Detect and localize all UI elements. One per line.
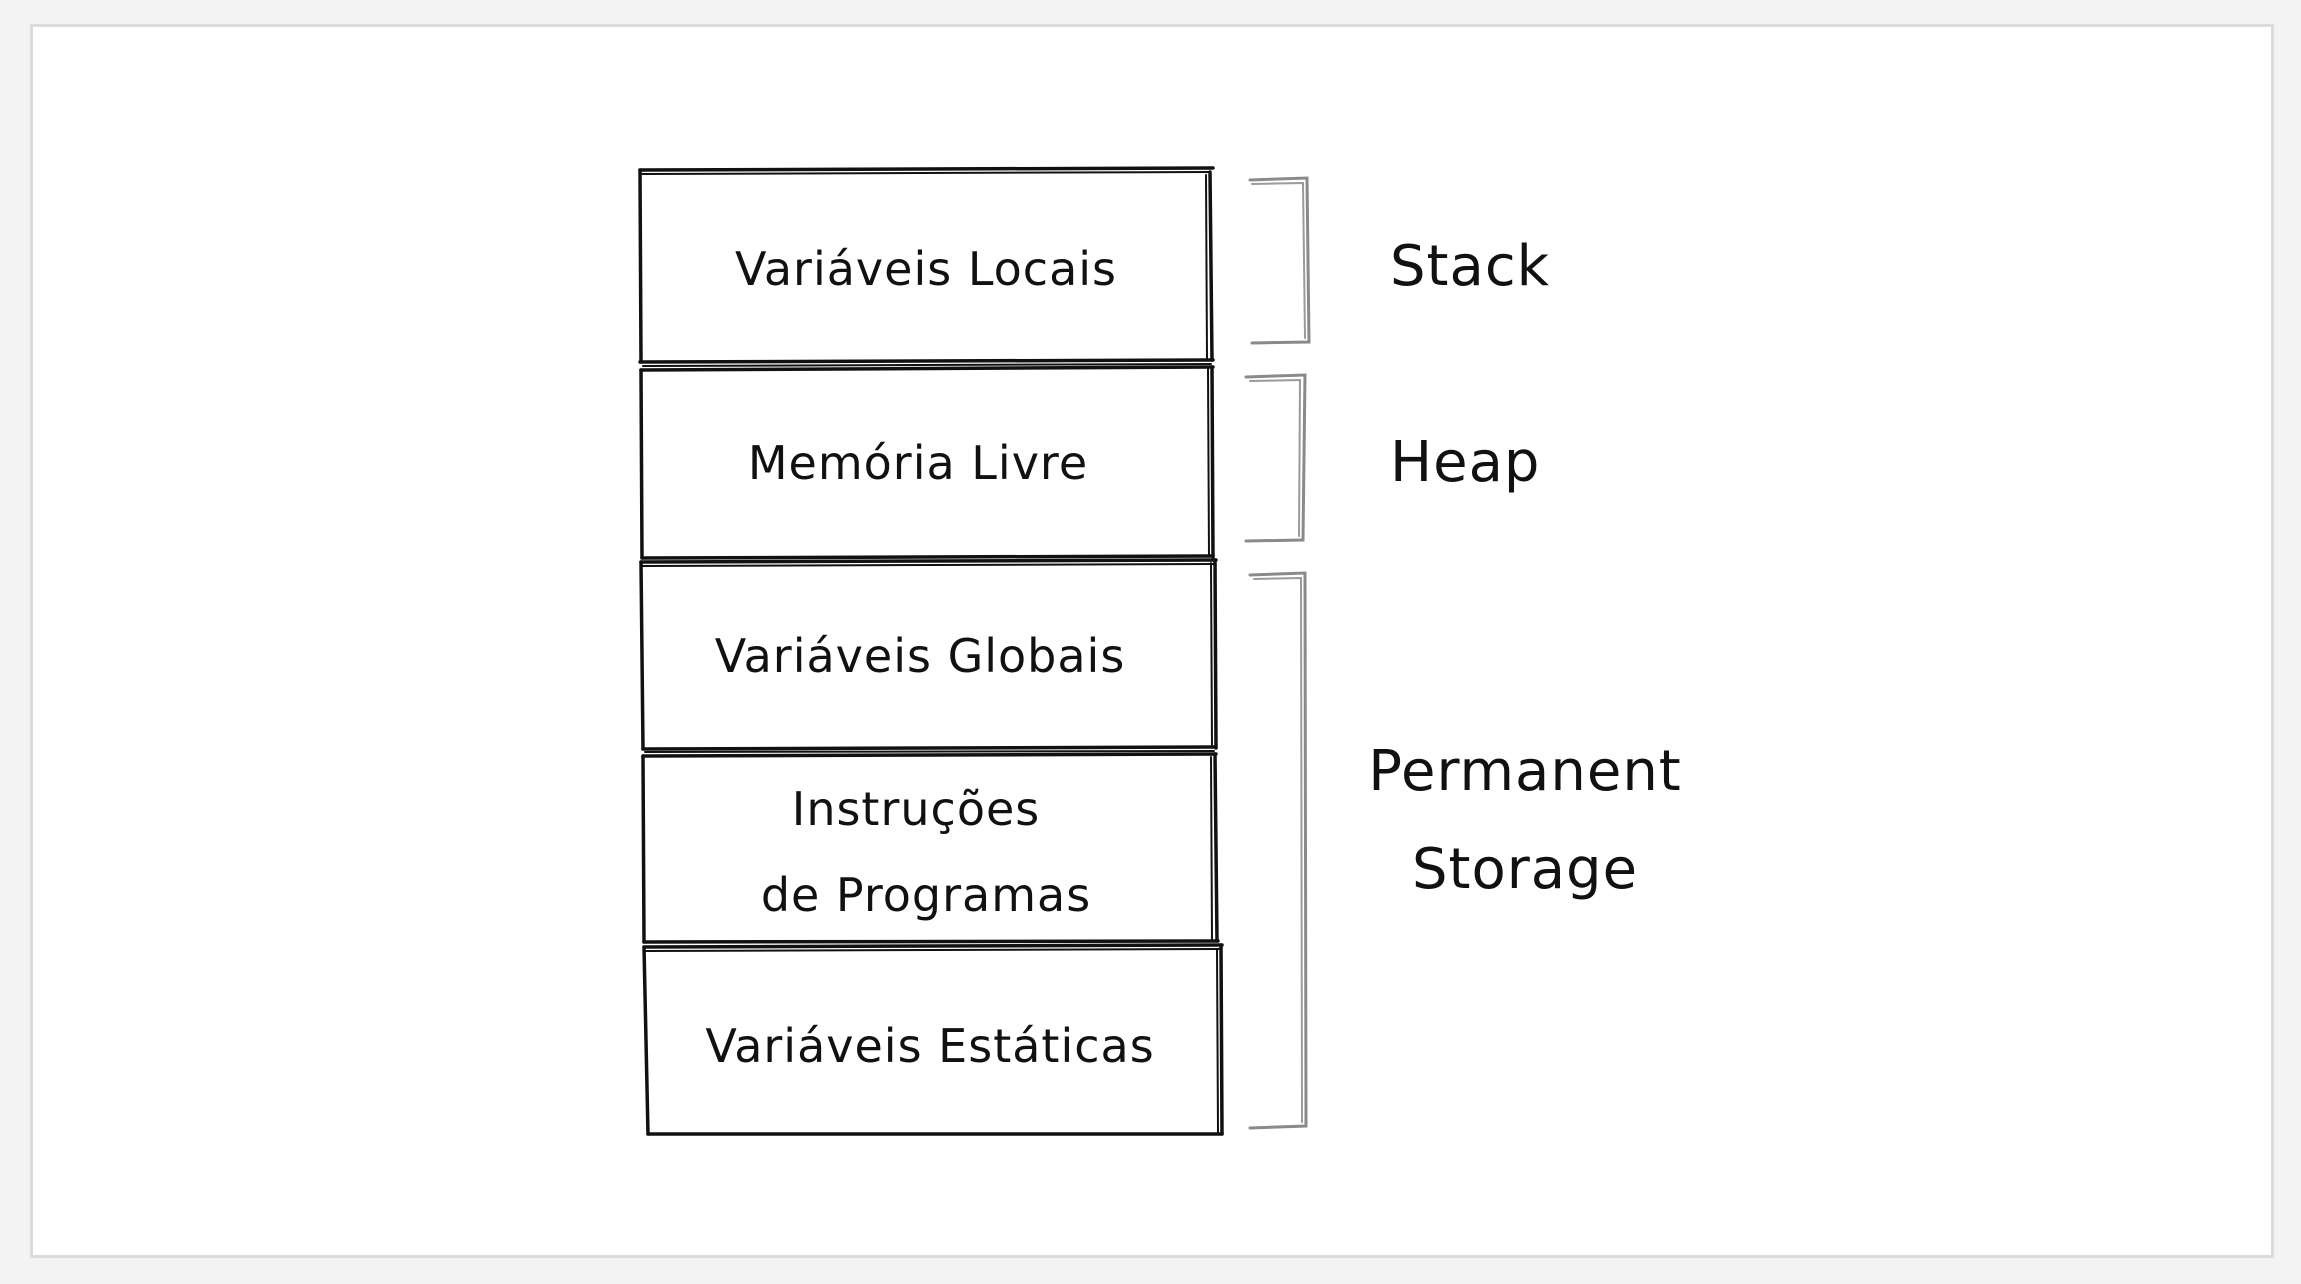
region-heap: Heap bbox=[1390, 430, 1540, 495]
block-label-line-2: de Programas bbox=[761, 868, 1091, 922]
block-local-variables: Variáveis Locais bbox=[638, 166, 1215, 364]
region-label: Heap bbox=[1390, 430, 1540, 495]
region-permanent-storage: Permanent Storage bbox=[1368, 739, 1682, 902]
block-global-variables: Variáveis Globais bbox=[639, 558, 1218, 751]
region-stack: Stack bbox=[1390, 234, 1550, 299]
block-label: Variáveis Estáticas bbox=[705, 1019, 1154, 1073]
bracket-stack bbox=[1248, 176, 1311, 345]
region-label-line-2: Storage bbox=[1412, 837, 1638, 902]
block-program-instructions: Instruções de Programas bbox=[641, 750, 1220, 944]
block-free-memory: Memória Livre bbox=[639, 363, 1215, 560]
block-label: Variáveis Globais bbox=[715, 629, 1126, 683]
block-static-variables: Variáveis Estáticas bbox=[642, 943, 1224, 1136]
bracket-permanent-storage bbox=[1248, 571, 1308, 1130]
block-label: Memória Livre bbox=[748, 436, 1088, 490]
block-label: Variáveis Locais bbox=[735, 242, 1117, 296]
bracket-heap bbox=[1244, 373, 1307, 543]
region-label-line-1: Permanent bbox=[1368, 739, 1682, 804]
region-label: Stack bbox=[1390, 234, 1550, 299]
block-label-line-1: Instruções bbox=[792, 782, 1041, 836]
canvas-frame bbox=[30, 24, 2274, 1258]
